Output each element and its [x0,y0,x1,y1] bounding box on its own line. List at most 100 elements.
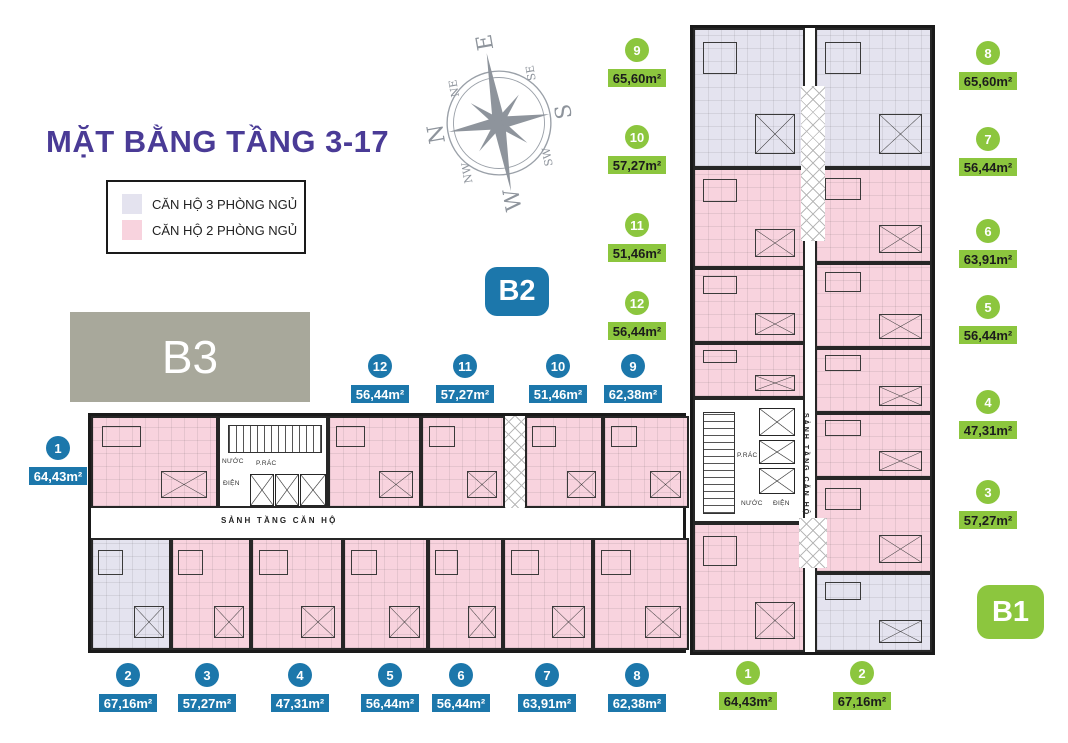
furniture-mark [511,549,539,576]
compass-ne-label: NE [446,79,462,99]
unit-badge-b2-5[interactable]: 5 56,44m² [355,663,425,712]
furniture-mark [879,535,923,563]
furniture-mark [645,606,681,639]
unit-area: 57,27m² [607,156,667,174]
unit-number: 5 [976,295,1000,319]
b2-unit-12-plan [328,416,421,508]
b2-unit-3-plan [171,538,251,650]
b2-unit-6-plan [428,538,503,650]
unit-badge-b1-1[interactable]: 1 64,43m² [713,661,783,710]
unit-badge-b2-7[interactable]: 7 63,91m² [512,663,582,712]
furniture-mark [702,536,737,566]
furniture-mark [649,471,682,499]
furniture-mark [468,606,497,639]
unit-badge-b1-2[interactable]: 2 67,16m² [827,661,897,710]
electric-room-label: ĐIỆN [773,500,790,507]
unit-badge-b2-2[interactable]: 2 67,16m² [93,663,163,712]
furniture-mark [824,488,861,511]
b1-corridor-label: SẢNH TẦNG CĂN HỘ [802,413,809,517]
furniture-mark [879,225,923,253]
compass-nw-label: NW [459,161,476,184]
unit-badge-b1-11[interactable]: 11 51,46m² [602,213,672,262]
b1-unit-1-plan [693,523,805,652]
unit-badge-b2-3[interactable]: 3 57,27m² [172,663,242,712]
compass-rose-icon: N E S W NE SE SW NW [423,32,578,213]
trash-room-label: P.RÁC [256,460,277,467]
unit-area: 56,44m² [431,694,491,712]
furniture-mark [378,471,413,499]
unit-badge-b1-7[interactable]: 7 56,44m² [953,127,1023,176]
furniture-mark [214,606,244,639]
compass-sw-label: SW [539,146,555,167]
b2-unit-5-plan [343,538,428,650]
unit-badge-b2-4[interactable]: 4 47,31m² [265,663,335,712]
furniture-mark [824,178,861,201]
furniture-mark [824,355,861,371]
unit-number: 3 [195,663,219,687]
staircase [703,412,735,514]
b1-unit-9-plan [693,28,805,168]
block-b3-label[interactable]: B3 [70,312,310,402]
furniture-mark [466,471,498,499]
unit-area: 56,44m² [958,326,1018,344]
unit-badge-b1-8[interactable]: 8 65,60m² [953,41,1023,90]
furniture-mark [824,581,861,601]
unit-number: 12 [625,291,649,315]
unit-area: 57,27m² [435,385,495,403]
unit-badge-b2-8[interactable]: 8 62,38m² [602,663,672,712]
unit-badge-b2-12[interactable]: 12 56,44m² [345,354,415,403]
b2-unit-11-plan [421,416,505,508]
unit-area: 62,38m² [603,385,663,403]
furniture-mark [702,178,737,202]
unit-badge-b1-3[interactable]: 3 57,27m² [953,480,1023,529]
unit-number: 12 [368,354,392,378]
legend-swatch-3br [122,194,142,214]
unit-number: 11 [453,354,477,378]
legend-label-2br: CĂN HỘ 2 PHÒNG NGỦ [152,222,298,238]
unit-area: 47,31m² [270,694,330,712]
unit-number: 10 [625,125,649,149]
unit-badge-b1-5[interactable]: 5 56,44m² [953,295,1023,344]
furniture-mark [702,276,737,294]
unit-number: 8 [976,41,1000,65]
compass-w-label: W [499,186,528,213]
furniture-mark [428,425,455,448]
furniture-mark [824,42,861,75]
b2-core: NƯỚC ĐIỆN P.RÁC [218,416,328,508]
b1-unit-3-plan [815,478,932,573]
building-b2-plan: NƯỚC ĐIỆN P.RÁC SẢNH TẦNG CĂN HỘ [88,413,689,653]
electric-room-label: ĐIỆN [223,480,240,487]
unit-area: 56,44m² [958,158,1018,176]
unit-area: 64,43m² [28,467,88,485]
unit-badge-b1-4[interactable]: 4 47,31m² [953,390,1023,439]
furniture-mark [824,420,861,436]
block-b1-label[interactable]: B1 [977,585,1044,639]
unit-badge-b2-11[interactable]: 11 57,27m² [430,354,500,403]
furniture-mark [552,606,585,639]
furniture-mark [259,549,288,576]
unit-badge-b2-10[interactable]: 10 51,46m² [523,354,593,403]
unit-badge-b2-9[interactable]: 9 62,38m² [598,354,668,403]
block-b2-label[interactable]: B2 [485,267,549,316]
unit-badge-b2-6[interactable]: 6 56,44m² [426,663,496,712]
b2-unit-7-plan [503,538,593,650]
legend: CĂN HỘ 3 PHÒNG NGỦ CĂN HỘ 2 PHÒNG NGỦ [106,180,306,254]
unit-area: 47,31m² [958,421,1018,439]
compass-s-label: S [551,102,578,121]
unit-number: 9 [625,38,649,62]
unit-number: 9 [621,354,645,378]
unit-number: 11 [625,213,649,237]
unit-badge-b2-1[interactable]: 1 64,43m² [23,436,93,485]
unit-badge-b1-9[interactable]: 9 65,60m² [602,38,672,87]
unit-number: 1 [736,661,760,685]
furniture-mark [879,113,923,154]
elevator-shaft [275,474,299,506]
unit-number: 6 [449,663,473,687]
furniture-mark [601,549,632,576]
unit-badge-b1-6[interactable]: 6 63,91m² [953,219,1023,268]
b1-unit-11-plan [693,268,805,343]
unit-badge-b1-12[interactable]: 12 56,44m² [602,291,672,340]
b1-unit-7-plan [815,168,932,263]
unit-badge-b1-10[interactable]: 10 57,27m² [602,125,672,174]
unit-number: 10 [546,354,570,378]
